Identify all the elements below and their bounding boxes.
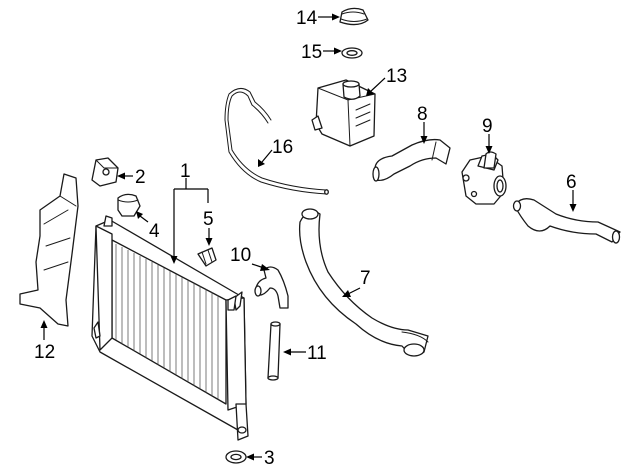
coolant-pipe-part[interactable] [267, 321, 281, 381]
callout-10: 10 [230, 245, 251, 266]
callout-12: 12 [34, 342, 55, 363]
leader-lines [40, 13, 577, 461]
mount-cushion-part[interactable] [117, 193, 141, 217]
upper-hose-part[interactable] [372, 138, 451, 182]
radiator-part[interactable] [91, 215, 249, 441]
mounting-bracket-part[interactable] [91, 157, 119, 187]
callout-13: 13 [386, 66, 407, 87]
callout-8: 8 [417, 104, 428, 125]
callout-1: 1 [180, 161, 191, 182]
callout-7: 7 [360, 268, 371, 289]
callout-11: 11 [307, 343, 327, 364]
cap-seal-part[interactable] [341, 47, 363, 59]
callout-labels: 14 15 13 8 9 16 6 1 2 5 4 10 7 11 12 3 [34, 8, 577, 469]
coolant-reservoir-part[interactable] [311, 79, 376, 147]
callout-9: 9 [482, 116, 493, 137]
callout-3: 3 [264, 448, 275, 469]
callout-16: 16 [272, 137, 293, 158]
thermostat-housing-part[interactable] [461, 151, 507, 205]
callout-6: 6 [566, 172, 577, 193]
drain-plug-part[interactable] [197, 247, 217, 267]
callout-4: 4 [149, 221, 160, 242]
lower-hose-part[interactable] [298, 208, 429, 357]
bypass-hose-part[interactable] [254, 266, 289, 309]
reservoir-cap-part[interactable] [339, 7, 369, 26]
overflow-hose-part[interactable] [224, 88, 329, 195]
air-guide-part[interactable] [19, 173, 79, 327]
callout-2: 2 [135, 167, 146, 188]
seal-ring-part[interactable] [225, 450, 247, 464]
callout-14: 14 [296, 8, 318, 29]
callout-5: 5 [203, 209, 214, 230]
callout-15: 15 [301, 42, 322, 63]
heater-hose-part[interactable] [512, 198, 621, 244]
